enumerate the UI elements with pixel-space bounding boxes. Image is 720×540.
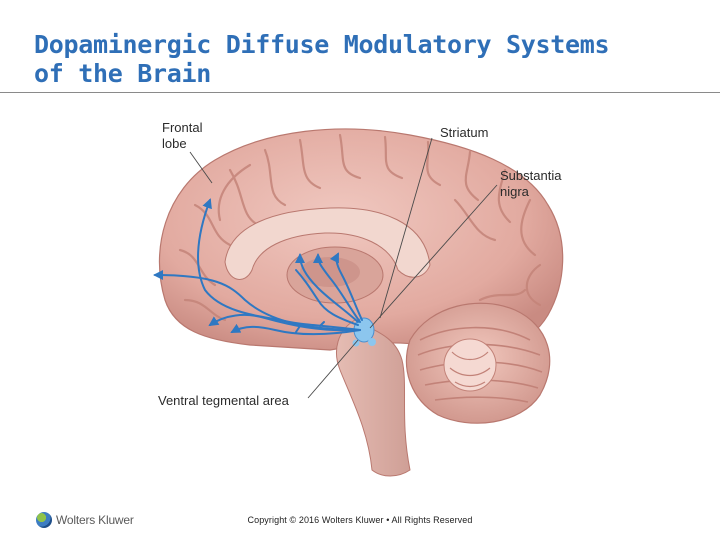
label-striatum: Striatum — [440, 125, 488, 141]
label-substantia-nigra-line-2: nigra — [500, 184, 561, 200]
label-frontal-lobe-line-2: lobe — [162, 136, 202, 152]
label-frontal-lobe: Frontal lobe — [162, 120, 202, 152]
cerebellum — [406, 303, 549, 423]
copyright-notice: Copyright © 2016 Wolters Kluwer • All Ri… — [0, 515, 720, 525]
label-frontal-lobe-line-1: Frontal — [162, 120, 202, 136]
label-substantia-nigra: Substantia nigra — [500, 168, 561, 200]
label-ventral-tegmental-area: Ventral tegmental area — [158, 393, 289, 409]
label-substantia-nigra-line-1: Substantia — [500, 168, 561, 184]
